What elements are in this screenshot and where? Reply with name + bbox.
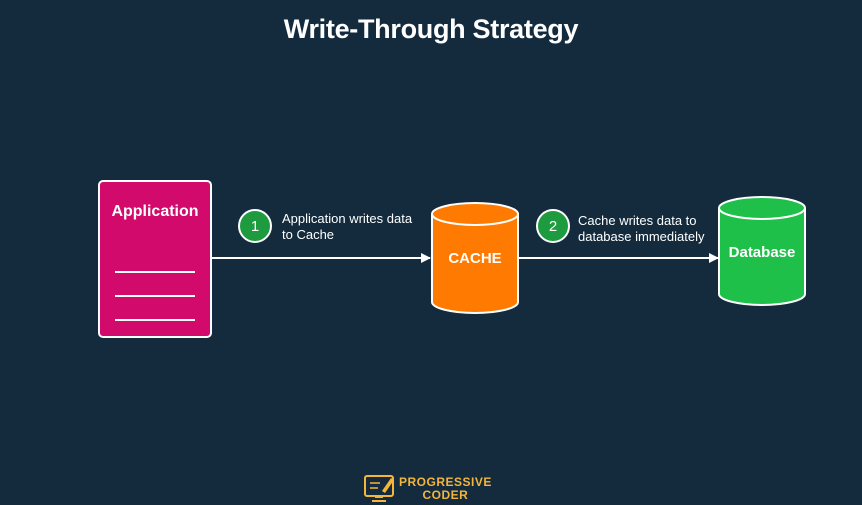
database-node: Database [718,196,806,306]
pencil-monitor-icon [364,475,394,502]
step-1-description: Application writes data to Cache [282,211,412,243]
step-number-2: 2 [549,218,557,235]
database-label: Database [729,244,796,261]
cache-label: CACHE [448,250,501,267]
logo-line-2: CODER [422,488,469,502]
step-2-description: Cache writes data to database immediatel… [578,213,704,245]
step-1-line-2: to Cache [282,227,335,242]
step-badge-1: 1 [238,209,272,243]
logo-line-1: PROGRESSIVE [399,475,492,489]
application-node: Application [98,180,212,338]
step-1-line-1: Application writes data [282,211,413,226]
step-badge-2: 2 [536,209,570,243]
application-label: Application [111,203,198,220]
diagram-title: Write-Through Strategy [283,14,579,44]
logo-text: PROGRESSIVE CODER [399,476,492,502]
step-2-line-1: Cache writes data to [578,213,697,228]
step-2-line-2: database immediately [578,229,705,244]
progressive-coder-logo: PROGRESSIVE CODER [363,473,503,503]
cache-node: CACHE [431,202,519,314]
step-number-1: 1 [251,218,259,235]
